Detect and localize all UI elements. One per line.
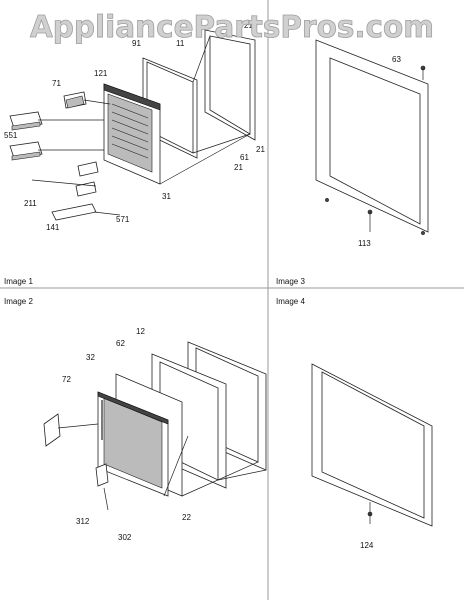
callout-label: 32 [86,353,95,362]
callout-label: 12 [136,327,145,336]
image1-exploded-view [9,29,256,221]
image3-frame-view [315,39,429,235]
callout-label: 31 [162,192,171,201]
callout-label: 63 [392,55,401,64]
callout-label: 211 [24,199,37,208]
panel-caption-image4: Image 4 [276,297,305,306]
image4-frame-view [311,363,433,527]
watermark: AppliancePartsPros.com [30,10,434,45]
callout-label: 302 [118,533,132,542]
panel-caption-image1: Image 1 [4,277,33,286]
callout-label: 141 [46,223,60,232]
callout-label: 61 [240,153,249,162]
callout-label: 113 [358,239,371,248]
callout-label: 11 [176,39,185,48]
callout-label: 21 [244,21,253,30]
callout-label: 124 [360,541,374,550]
callout-label: 21 [234,163,243,172]
callout-label: 21 [256,145,265,154]
callout-label: 551 [4,131,18,140]
callout-label: 22 [182,513,191,522]
callout-label: 71 [52,79,61,88]
image2-exploded-view [43,341,267,511]
callout-label: 72 [62,375,71,384]
callout-label: 312 [76,517,90,526]
panel-caption-image3: Image 3 [276,277,305,286]
callout-label: 571 [116,215,130,224]
callout-label: 91 [132,39,141,48]
callout-label: 62 [116,339,125,348]
panel-caption-image2: Image 2 [4,297,33,306]
callout-label: 121 [94,69,108,78]
